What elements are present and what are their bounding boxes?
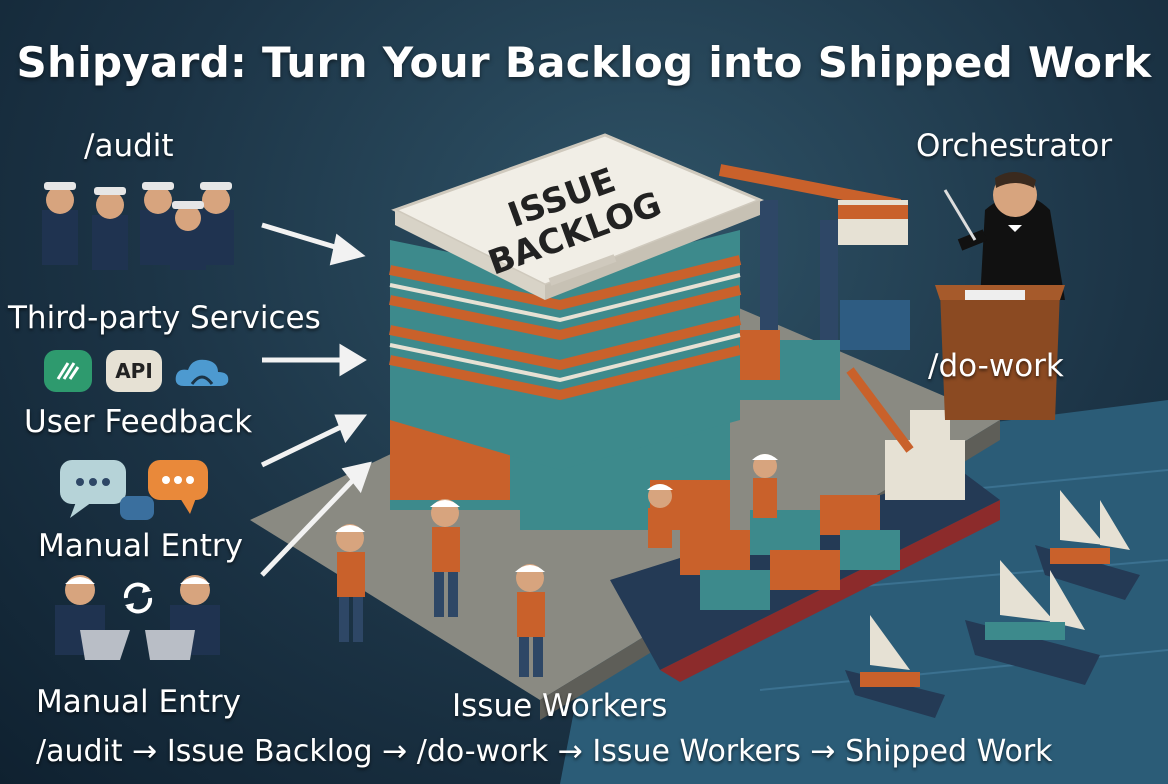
do-work-label: /do-work <box>928 348 1064 384</box>
issue-backlog-stack <box>388 133 764 470</box>
gantry-crane <box>718 164 908 360</box>
sailing-ship-1 <box>1035 490 1140 600</box>
third-party-label: Third-party Services <box>8 300 321 336</box>
linear-icon <box>44 350 92 392</box>
orchestrator-label: Orchestrator <box>916 128 1113 164</box>
sync-icon <box>120 580 156 620</box>
chat-bubble-icon <box>60 458 210 532</box>
dock-workers <box>335 454 778 677</box>
flow-arrows <box>260 222 372 577</box>
pipeline-caption: /audit → Issue Backlog → /do-work → Issu… <box>36 734 1053 769</box>
cargo-ship <box>610 367 1000 682</box>
conductor-podium <box>935 285 1065 420</box>
manual-entry-people <box>55 575 220 660</box>
sailing-ship-2 <box>965 560 1100 685</box>
orchestrator-conductor <box>943 171 1065 300</box>
issue-workers-label: Issue Workers <box>452 688 668 724</box>
sailing-ship-3 <box>845 615 945 718</box>
main-title: Shipyard: Turn Your Backlog into Shipped… <box>16 38 1152 87</box>
api-badge: API <box>106 350 162 392</box>
user-feedback-label: User Feedback <box>24 404 253 440</box>
cloud-icon <box>172 352 232 390</box>
manual-entry-label-1: Manual Entry <box>38 528 243 564</box>
audit-officers <box>42 182 234 270</box>
manual-entry-label-2: Manual Entry <box>36 684 241 720</box>
audit-label: /audit <box>84 128 174 164</box>
